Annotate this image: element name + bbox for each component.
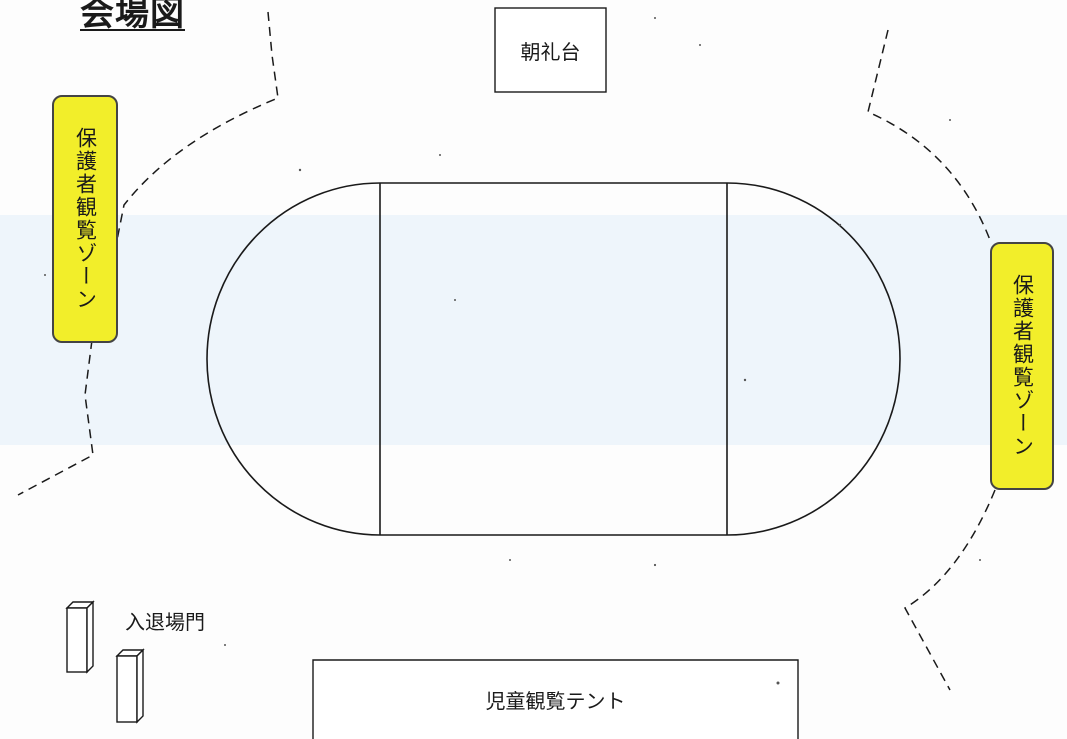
scan-specks — [44, 17, 981, 685]
left-boundary-dashed-lower — [17, 339, 94, 496]
page-title: 会場図 — [80, 0, 185, 34]
gate-label: 入退場門 — [125, 610, 205, 634]
right-boundary-dashed — [867, 29, 991, 241]
spectator-zone-left-label: 保護者観覧ゾーン — [73, 127, 98, 311]
tent-label: 児童観覧テント — [485, 689, 626, 713]
left-boundary-dashed — [114, 11, 279, 251]
spectator-zone-right: 保護者観覧ゾーン — [990, 242, 1054, 490]
stage-label: 朝礼台 — [520, 39, 581, 64]
tent-box — [312, 659, 799, 739]
track-outline — [206, 182, 901, 536]
background-tint — [0, 215, 1067, 445]
spectator-zone-right-label: 保護者観覧ゾーン — [1010, 274, 1035, 458]
gate-pillar-upper — [65, 600, 95, 674]
right-boundary-dashed-lower — [903, 489, 996, 691]
stage-box — [494, 7, 607, 93]
spectator-zone-left: 保護者観覧ゾーン — [52, 95, 118, 343]
gate-pillar-lower — [115, 648, 145, 724]
